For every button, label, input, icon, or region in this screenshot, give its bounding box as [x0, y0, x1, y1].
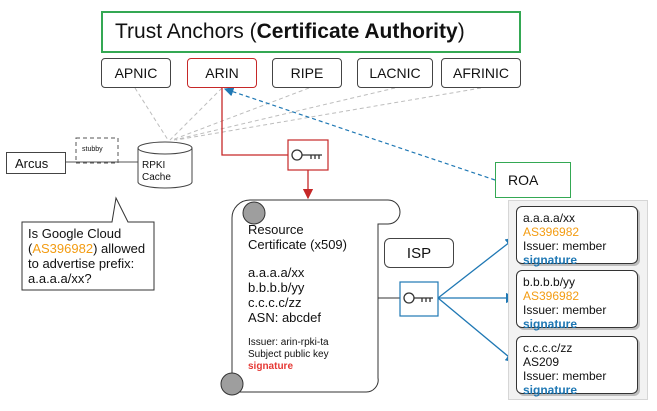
- question-line2-rest: ) allowed: [93, 241, 146, 256]
- roa-card-asn: AS209: [523, 355, 560, 369]
- trust-anchors-suffix: ): [457, 20, 465, 43]
- roa-card-signature: signature: [523, 317, 578, 331]
- cert-line1: Resource: [248, 222, 304, 237]
- rpki-cache-cylinder-icon: [137, 141, 193, 189]
- roa-card-signature: signature: [523, 383, 578, 397]
- rpki-cache-line1: RPKI: [142, 160, 166, 171]
- roa-card[interactable]: b.b.b.b/yy AS396982 Issuer: member signa…: [516, 270, 638, 331]
- roa-card[interactable]: a.a.a.a/xx AS396982 Issuer: member signa…: [516, 206, 638, 267]
- resource-cert-text: Resource Certificate (x509) a.a.a.a/xx b…: [248, 222, 347, 373]
- arcus-box[interactable]: Arcus: [6, 152, 66, 174]
- question-line2: (AS396982) allowed: [28, 241, 145, 256]
- question-line3: to advertise prefix:: [28, 256, 135, 271]
- roa-card[interactable]: c.c.c.c/zz AS209 Issuer: member signatur…: [516, 336, 638, 397]
- rpki-cache-label: RPKI Cache: [142, 160, 171, 184]
- question-line1: Is Google Cloud: [28, 226, 122, 241]
- question-text: Is Google Cloud (AS396982) allowed to ad…: [28, 226, 145, 286]
- roa-card-signature: signature: [523, 253, 578, 267]
- roa-to-arin-line: [223, 87, 496, 181]
- arin-key-icon: [291, 149, 322, 161]
- roa-box[interactable]: ROA: [495, 162, 571, 198]
- rpki-cache-line2: Cache: [142, 172, 171, 183]
- rir-to-cache-lines: [134, 87, 482, 141]
- isp-key-icon: [403, 292, 433, 304]
- roa-card-prefix: b.b.b.b/yy: [523, 275, 576, 289]
- resource-cert-scroll-icon: [220, 199, 401, 396]
- cert-issuer: Issuer: arin-rpki-ta: [248, 337, 329, 348]
- cert-asn: ASN: abcdef: [248, 310, 321, 325]
- cert-subject: Subject public key: [248, 349, 329, 360]
- trust-anchors-bold: Certificate Authority: [256, 20, 458, 43]
- roa-card-prefix: a.a.a.a/xx: [523, 211, 576, 225]
- roa-card-asn: AS396982: [523, 225, 580, 239]
- question-line4: a.a.a.a/xx?: [28, 271, 92, 286]
- isp-box[interactable]: ISP: [384, 238, 454, 268]
- stubby-box: [75, 137, 119, 164]
- trust-anchors-prefix: Trust Anchors (: [115, 20, 257, 43]
- rir-lacnic[interactable]: LACNIC: [357, 58, 433, 88]
- cert-signature: signature: [248, 361, 294, 372]
- rir-apnic[interactable]: APNIC: [101, 58, 171, 88]
- roa-card-prefix: c.c.c.c/zz: [523, 341, 573, 355]
- rir-afrinic[interactable]: AFRINIC: [441, 58, 521, 88]
- key-to-roa-arrows: [437, 237, 517, 363]
- question-open-paren: (: [28, 241, 33, 256]
- roa-card-issuer: Issuer: member: [523, 239, 607, 253]
- arin-to-cert-line: [221, 88, 314, 200]
- roa-card-issuer: Issuer: member: [523, 369, 607, 383]
- cert-prefix2: b.b.b.b/yy: [248, 280, 305, 295]
- rir-arin[interactable]: ARIN: [187, 58, 257, 88]
- cert-prefix3: c.c.c.c/zz: [248, 295, 302, 310]
- trust-anchors-box: Trust Anchors (Certificate Authority): [101, 11, 521, 53]
- stubby-label: stubby: [82, 146, 103, 153]
- question-asn: AS396982: [32, 241, 94, 256]
- roa-card-asn: AS396982: [523, 289, 580, 303]
- roa-card-issuer: Issuer: member: [523, 303, 607, 317]
- cert-line2: Certificate (x509): [248, 237, 347, 252]
- rir-ripe[interactable]: RIPE: [272, 58, 342, 88]
- question-bubble: [21, 196, 155, 291]
- cert-prefix1: a.a.a.a/xx: [248, 265, 305, 280]
- isp-key-box: [399, 281, 439, 317]
